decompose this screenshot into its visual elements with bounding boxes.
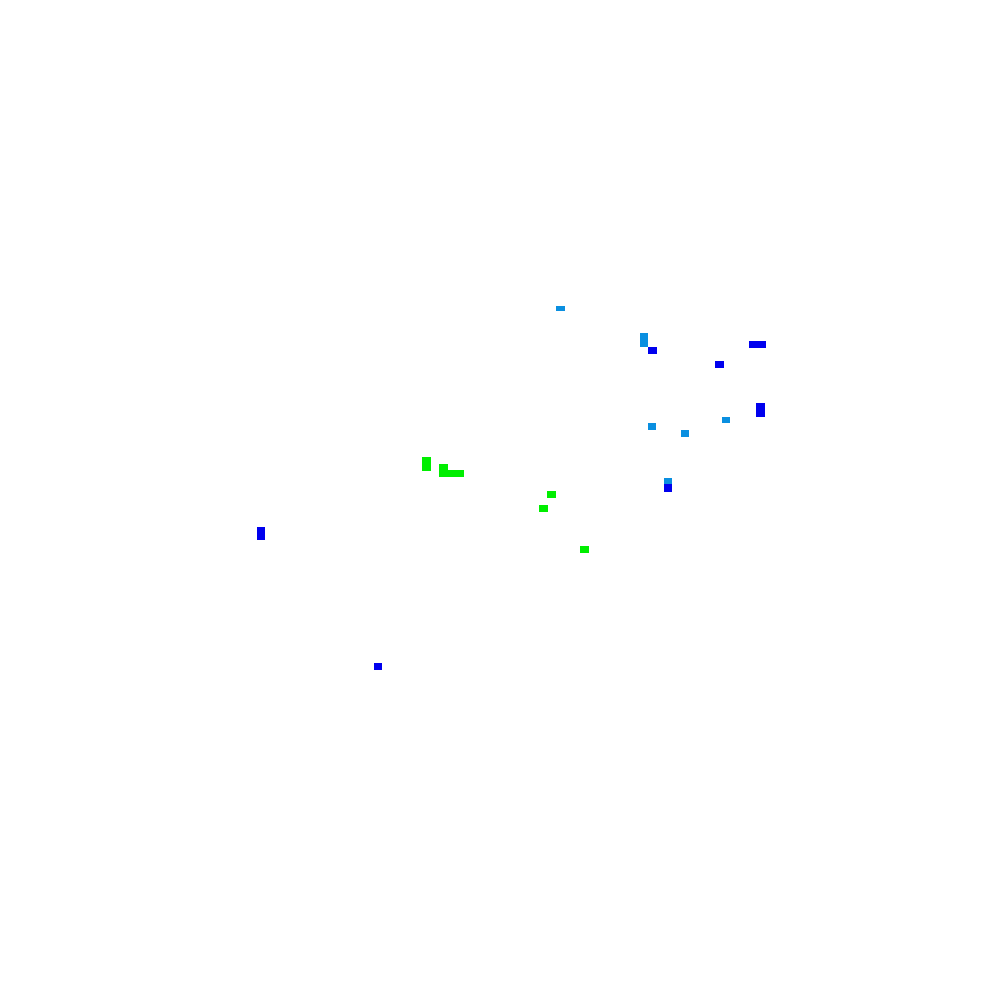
blue-mark [715, 361, 724, 368]
blue-mark [374, 663, 382, 670]
light-blue-mark [722, 417, 730, 423]
blue-mark [749, 341, 766, 348]
blue-mark [257, 527, 265, 540]
green-mark [422, 457, 431, 471]
light-blue-mark [556, 306, 565, 311]
green-mark [539, 505, 548, 512]
blue-mark [664, 484, 672, 492]
light-blue-mark [681, 430, 689, 437]
light-blue-mark [648, 423, 656, 430]
light-blue-mark [640, 333, 648, 347]
blue-mark [648, 347, 657, 354]
light-blue-mark [664, 478, 672, 484]
green-mark [439, 470, 464, 477]
green-mark [547, 491, 556, 498]
green-mark [580, 546, 589, 553]
blue-mark [756, 403, 765, 417]
